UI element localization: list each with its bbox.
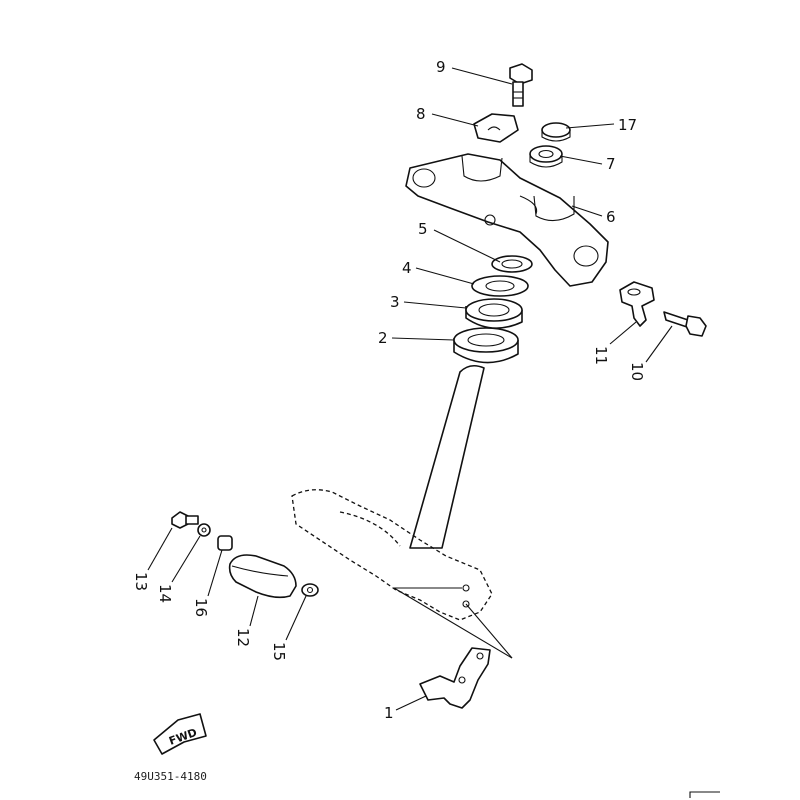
callout-4: 4 [402, 259, 412, 277]
part-4-bearing-cover [471, 275, 529, 297]
callout-14: 14 [156, 584, 174, 603]
callout-9: 9 [436, 58, 446, 76]
callout-8: 8 [416, 105, 426, 123]
callout-16: 16 [192, 598, 210, 617]
part-6-upper-bracket [405, 153, 609, 287]
part-16-collar [217, 535, 233, 551]
callout-15: 15 [270, 642, 288, 661]
callout-2: 2 [378, 329, 388, 347]
part-10-bolt [663, 311, 707, 337]
part-12-clamp [228, 554, 297, 599]
part-3-bearing [465, 298, 523, 329]
part-7-nut [529, 145, 563, 168]
part-5-ring-nut [491, 255, 533, 273]
fwd-arrow-icon: FWD [153, 713, 207, 755]
part-1-lower-bracket-stem [291, 364, 513, 659]
part-1-hose-guide [419, 647, 491, 709]
callout-11: 11 [592, 346, 610, 365]
part-14-washer [197, 523, 211, 537]
part-11-hose-holder [619, 281, 655, 327]
callout-13: 13 [132, 572, 150, 591]
drawing-code: 49U351-4180 [134, 770, 207, 783]
callout-7: 7 [606, 155, 616, 173]
callout-1: 1 [384, 704, 394, 722]
part-2-bearing-race [453, 327, 519, 364]
callout-10: 10 [628, 362, 646, 381]
part-17-cap [541, 122, 571, 142]
callout-3: 3 [390, 293, 400, 311]
part-13-bolt [171, 511, 199, 529]
callout-12: 12 [234, 628, 252, 647]
callout-labels: 9 8 17 7 6 5 4 3 2 11 10 1 12 13 14 16 1… [132, 58, 646, 722]
part-8-holder-clamp [473, 113, 519, 143]
leader-lines [147, 67, 673, 711]
part-9-bolt [509, 63, 533, 107]
callout-6: 6 [606, 208, 616, 226]
part-15-nut [301, 583, 319, 597]
callout-17: 17 [618, 116, 637, 134]
callout-5: 5 [418, 220, 428, 238]
corner-mark [689, 791, 720, 798]
